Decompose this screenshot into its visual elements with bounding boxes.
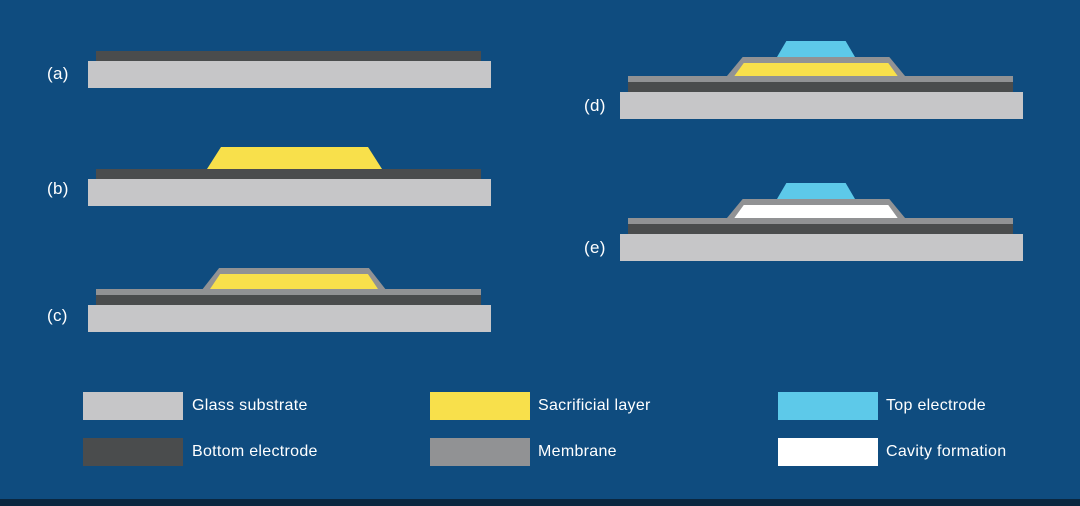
membrane-layer (96, 289, 481, 295)
legend-swatch-sacrificial-layer (430, 392, 530, 420)
glass-substrate-layer (88, 179, 491, 206)
step-e-label: (e) (584, 238, 606, 257)
step-c-label: (c) (47, 306, 68, 325)
glass-substrate-layer (620, 92, 1023, 119)
legend-label-membrane: Membrane (538, 443, 617, 460)
legend-swatch-bottom-electrode (83, 438, 183, 466)
legend-label-glass-substrate: Glass substrate (192, 397, 308, 414)
step-a-label: (a) (47, 64, 69, 83)
step-d-label: (d) (584, 96, 606, 115)
legend-label-bottom-electrode: Bottom electrode (192, 443, 318, 460)
legend-label-sacrificial-layer: Sacrificial layer (538, 397, 651, 414)
top-electrode-layer (777, 41, 855, 57)
legend-swatch-top-electrode (778, 392, 878, 420)
glass-substrate-layer (88, 305, 491, 332)
legend-swatch-cavity-formation (778, 438, 878, 466)
legend-label-cavity-formation: Cavity formation (886, 443, 1007, 460)
glass-substrate-layer (620, 234, 1023, 261)
legend-swatch-membrane (430, 438, 530, 466)
step-b-label: (b) (47, 179, 69, 198)
bottom-electrode-layer (96, 51, 481, 61)
legend-label-top-electrode: Top electrode (886, 397, 986, 414)
bottom-electrode-layer (96, 295, 481, 305)
bottom-electrode-layer (628, 224, 1013, 234)
legend-swatch-glass-substrate (83, 392, 183, 420)
top-electrode-layer (777, 183, 855, 199)
bottom-accent-bar (0, 499, 1080, 506)
sacrificial-layer (207, 147, 382, 169)
bottom-electrode-layer (628, 82, 1013, 92)
membrane-layer (628, 76, 1013, 82)
glass-substrate-layer (88, 61, 491, 88)
bottom-electrode-layer (96, 169, 481, 179)
membrane-layer (628, 218, 1013, 224)
